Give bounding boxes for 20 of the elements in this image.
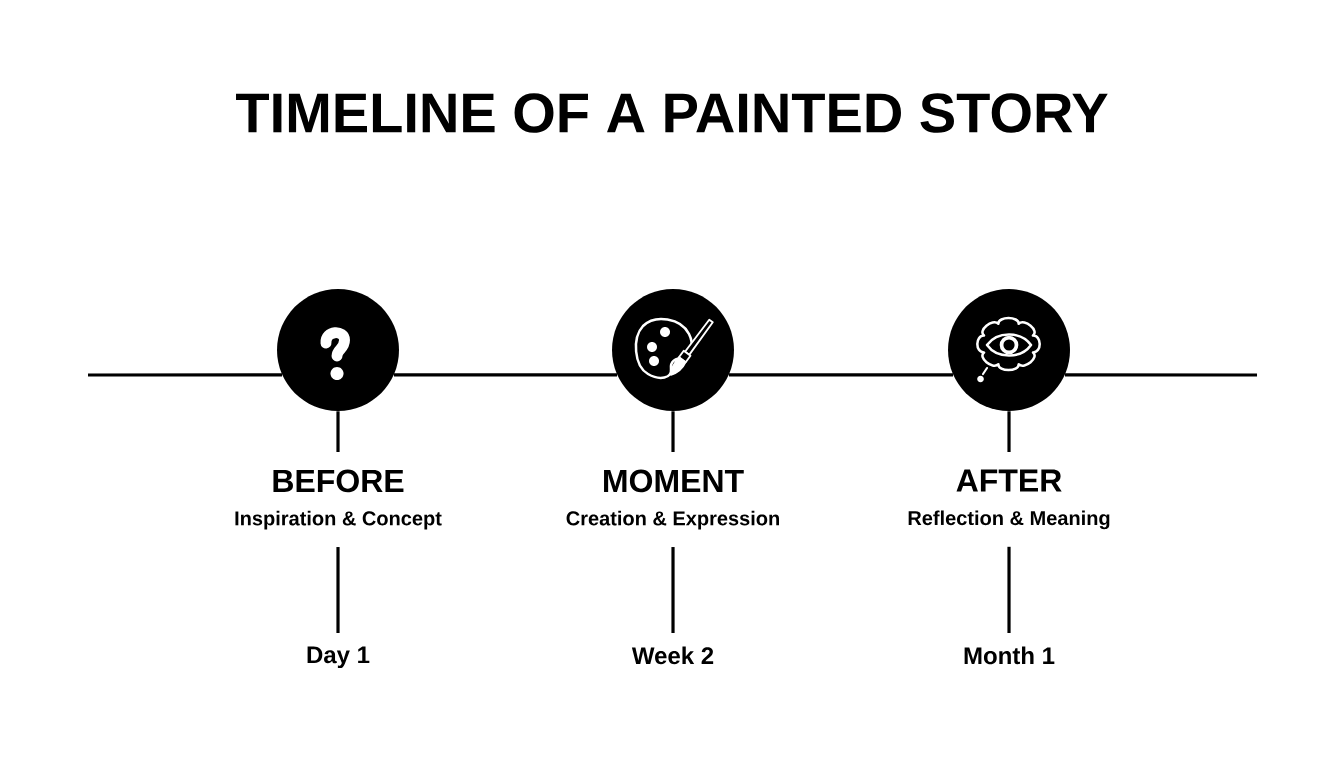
- connector-line: [671, 547, 675, 633]
- stage-subtitle: Reflection & Meaning: [908, 510, 1110, 530]
- timeline-line: [729, 373, 954, 377]
- stage-subtitle: Inspiration & Concept: [235, 510, 442, 530]
- date-label: Day 1: [307, 646, 370, 669]
- connector-line: [671, 411, 675, 452]
- date-label: Week 2: [631, 646, 714, 665]
- timeline-line: [1065, 373, 1257, 377]
- connector-line: [336, 411, 340, 452]
- stage-heading: MOMENT: [604, 469, 744, 493]
- timeline-line: [88, 373, 283, 377]
- connector-line: [336, 547, 340, 633]
- stage-heading: BEFORE: [273, 469, 404, 493]
- date-label: Month 1: [964, 646, 1055, 665]
- stage-heading: AFTER: [956, 469, 1062, 492]
- connector-line: [1007, 546, 1011, 633]
- title: TIMELINE OF A PAINTED STORY: [236, 93, 1108, 133]
- timeline-line: [394, 373, 618, 377]
- stage-subtitle: Creation & Expression: [566, 510, 779, 530]
- connector-line: [1007, 411, 1011, 452]
